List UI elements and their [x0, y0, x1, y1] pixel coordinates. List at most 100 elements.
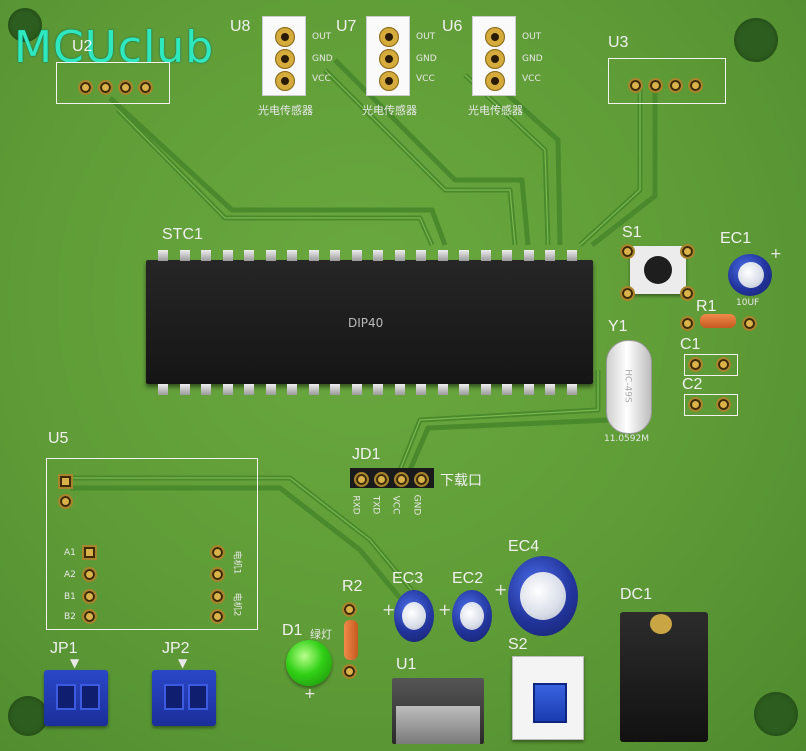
chip-pin-bottom-11: [373, 384, 383, 395]
ec3-label: EC3: [392, 570, 424, 587]
jd1-pin-txd: TXD: [370, 495, 381, 515]
u8-pin-vcc: [275, 71, 295, 91]
u3-pin-1: [628, 78, 643, 93]
ec1-label: EC1: [720, 230, 752, 247]
chip-pin-bottom-17: [502, 384, 512, 395]
u5-pin-a2: A2: [64, 570, 76, 580]
u5-pad-b1: [82, 589, 97, 604]
dc1-power-jack[interactable]: [620, 612, 708, 742]
jp1-marker: ▼: [70, 656, 80, 670]
c1-pad-2: [716, 357, 731, 372]
chip-pin-top-31: [351, 250, 362, 261]
u5-motor2-label: 电机2: [231, 592, 242, 617]
u3-label: U3: [608, 34, 629, 51]
chip-pin-top-32: [330, 250, 340, 261]
u5-pad-m2b: [210, 609, 225, 624]
u5-pad-2: [58, 494, 73, 509]
d1-led: [286, 640, 332, 686]
u2-pin-4: [138, 80, 153, 95]
jd1-pin-3: [394, 472, 409, 487]
chip-pin-bottom-18: [523, 384, 534, 395]
chip-pin-bottom-6: [265, 384, 276, 395]
d1-polarity: +: [304, 686, 316, 702]
power-switch-knob[interactable]: [533, 683, 567, 723]
u5-label: U5: [48, 430, 69, 447]
jp2-slot-1: [164, 684, 184, 710]
r2-resistor: [344, 620, 358, 660]
u6-pin-label-vcc: VCC: [522, 74, 541, 84]
jd1-label: JD1: [352, 446, 381, 463]
ec2-label: EC2: [452, 570, 484, 587]
jd1-pin-gnd: GND: [411, 494, 422, 516]
u6-pin-vcc: [485, 71, 505, 91]
r1-label: R1: [696, 298, 717, 315]
chip-pin-bottom-8: [308, 384, 319, 395]
mount-hole-br: [754, 692, 798, 736]
c2-label: C2: [682, 376, 703, 393]
u3-pin-3: [668, 78, 683, 93]
u2-pin-3: [118, 80, 133, 95]
r2-pad-1: [342, 602, 357, 617]
u1-regulator: [392, 678, 484, 744]
u3-outline: [608, 58, 726, 104]
u8-pin-gnd: [275, 49, 295, 69]
reset-button[interactable]: [630, 246, 686, 294]
chip-pin-bottom-20: [566, 384, 577, 395]
u5-pad-a1: [82, 545, 97, 560]
jd1-caption: 下载口: [440, 472, 482, 488]
u2-pin-2: [98, 80, 113, 95]
chip-pin-bottom-12: [394, 384, 405, 395]
u7-pin-label-gnd: GND: [416, 54, 437, 64]
u5-pad-m2a: [210, 589, 225, 604]
chip-pin-bottom-3: [201, 384, 211, 395]
reset-button-cap[interactable]: [644, 256, 672, 284]
chip-pin-top-26: [459, 250, 469, 261]
ec1-polarity: +: [770, 246, 782, 262]
chip-pin-bottom-5: [244, 384, 254, 395]
u8-sensor-module: [262, 16, 306, 96]
chip-pin-top-37: [222, 250, 233, 261]
dc1-label: DC1: [620, 586, 653, 603]
r1-resistor: [700, 314, 736, 328]
u7-pin-label-out: OUT: [416, 32, 436, 42]
c1-label: C1: [680, 336, 701, 353]
u5-pad-m1b: [210, 567, 225, 582]
u5-pin-a1: A1: [64, 548, 76, 558]
u7-caption: 光电传感器: [362, 104, 417, 117]
c2-pad-2: [716, 397, 731, 412]
c2-outline: [684, 394, 738, 416]
u6-pin-label-gnd: GND: [522, 54, 543, 64]
u7-pin-vcc: [379, 71, 399, 91]
u5-pad-1: [58, 474, 73, 489]
u8-pin-out: [275, 27, 295, 47]
power-switch[interactable]: [512, 656, 584, 740]
s1-pad-tr: [680, 244, 695, 259]
chip-pin-bottom-14: [437, 384, 448, 395]
u5-motor1-label: 电机1: [231, 550, 242, 575]
chip-pin-top-27: [437, 250, 448, 261]
mount-hole-tr: [734, 18, 778, 62]
u2-label: U2: [72, 38, 93, 55]
chip-pin-bottom-9: [330, 384, 340, 395]
chip-pin-top-38: [201, 250, 211, 261]
jd1-pin-4: [414, 472, 429, 487]
u5-outline: [46, 458, 258, 630]
jp2-connector: [152, 670, 216, 726]
r1-pad-1: [680, 316, 695, 331]
chip-pin-top-25: [480, 250, 491, 261]
u8-pin-label-out: OUT: [312, 32, 332, 42]
chip-pin-bottom-19: [545, 384, 555, 395]
u2-pin-1: [78, 80, 93, 95]
ec2-polarity: +: [438, 600, 452, 619]
u6-caption: 光电传感器: [468, 104, 523, 117]
u7-pin-out: [379, 27, 399, 47]
u7-pin-gnd: [379, 49, 399, 69]
jd1-pin-vcc: VCC: [390, 495, 401, 515]
u6-sensor-module: [472, 16, 516, 96]
mount-hole-bl: [8, 696, 48, 736]
dc1-pin: [650, 614, 672, 634]
chip-pin-bottom-15: [459, 384, 469, 395]
logo-text: MCUclub: [14, 22, 215, 73]
